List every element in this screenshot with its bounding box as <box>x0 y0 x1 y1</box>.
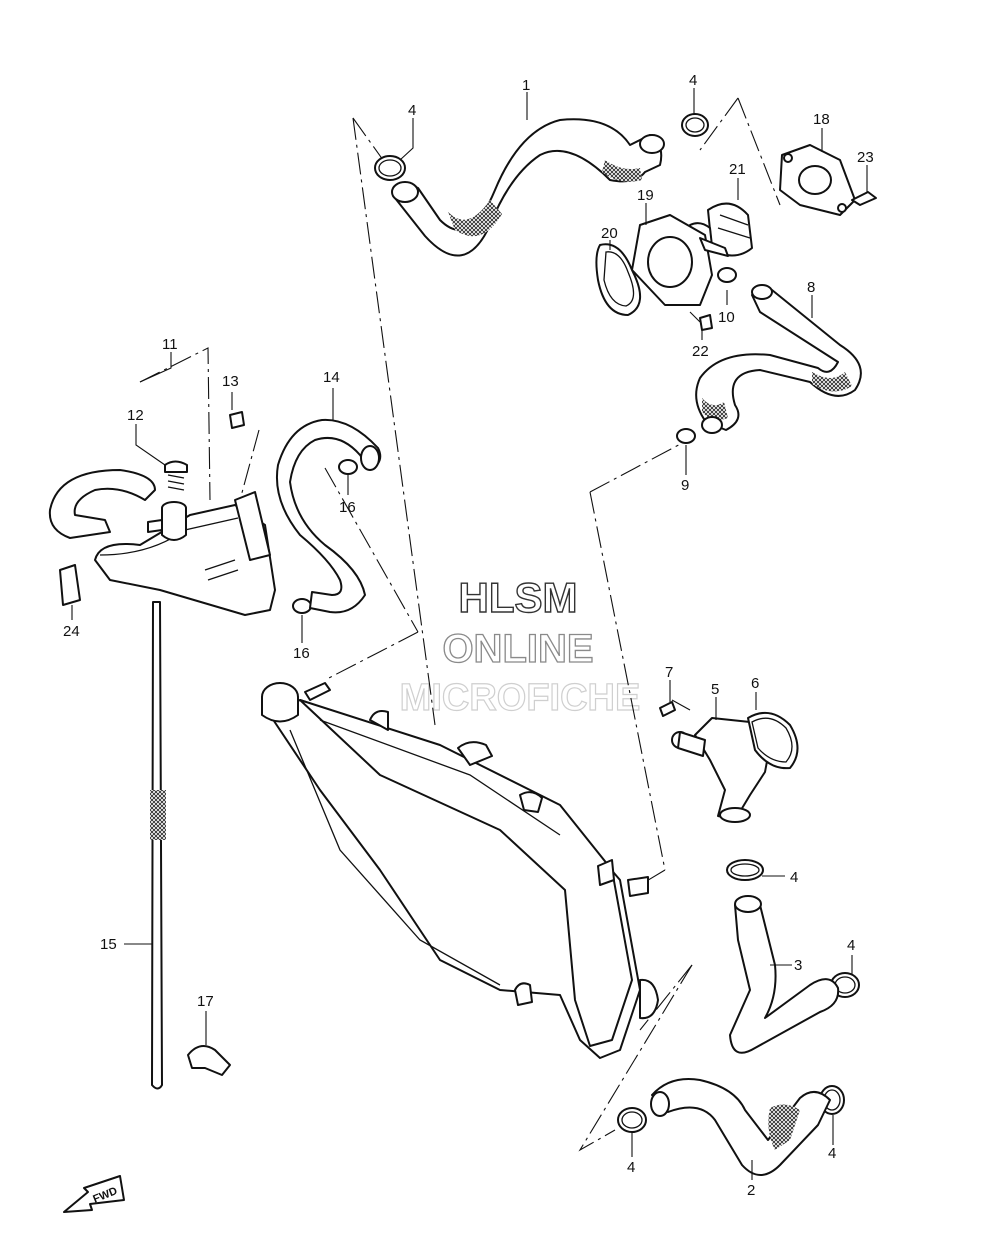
assembly-dash-lines <box>139 97 781 1152</box>
callout-8: 8 <box>807 279 815 296</box>
thermostat-bypass-hose <box>695 284 862 434</box>
callout-13: 13 <box>222 373 239 390</box>
callout-14: 14 <box>323 369 340 386</box>
lower-radiator-hose-a <box>729 895 840 1054</box>
upper-radiator-hose <box>391 118 665 257</box>
overflow-hose <box>150 601 166 1090</box>
callout-22: 22 <box>692 343 709 360</box>
callout-leader-lines <box>71 88 868 1180</box>
callout-6: 6 <box>751 675 759 692</box>
thermostat-assembly <box>595 144 877 331</box>
reservoir-tank-assembly <box>48 411 276 616</box>
water-outlet-fitting <box>659 701 799 823</box>
watermark-line-3: MICROFICHE <box>400 677 641 719</box>
callout-labels: 1 2 3 4 4 4 4 4 4 5 6 7 8 9 10 11 12 13 … <box>63 72 874 1199</box>
callout-21: 21 <box>729 161 746 178</box>
callout-1: 1 <box>522 77 530 94</box>
callout-10: 10 <box>718 309 735 326</box>
callout-9: 9 <box>681 477 689 494</box>
callout-15: 15 <box>100 936 117 953</box>
callout-17: 17 <box>197 993 214 1010</box>
lower-radiator-hose-b <box>650 1078 831 1176</box>
callout-4-outlet: 4 <box>790 869 798 886</box>
callout-16-lower: 16 <box>293 645 310 662</box>
callout-11: 11 <box>162 336 178 353</box>
callout-20: 20 <box>601 225 618 242</box>
forward-direction-marker: FWD <box>63 1175 125 1213</box>
callout-18: 18 <box>813 111 830 128</box>
callout-16-upper: 16 <box>339 499 356 516</box>
reservoir-inlet-hose <box>276 418 382 614</box>
hose-clamps <box>187 113 860 1133</box>
callout-4-upper-left: 4 <box>408 102 416 119</box>
callout-24: 24 <box>63 623 80 640</box>
callout-2: 2 <box>747 1182 755 1199</box>
watermark-line-2: ONLINE <box>442 627 593 671</box>
callout-3: 3 <box>794 957 802 974</box>
callout-4-hose2-left: 4 <box>627 1159 635 1176</box>
callout-4-upper-right: 4 <box>689 72 697 89</box>
forward-arrow-icon <box>63 1175 125 1213</box>
radiator <box>261 682 659 1059</box>
callout-23: 23 <box>857 149 874 166</box>
callout-7: 7 <box>665 664 673 681</box>
watermark-line-1: HLSM <box>459 574 578 621</box>
callout-4-hose2-right: 4 <box>828 1145 836 1162</box>
callout-4-hose3: 4 <box>847 937 855 954</box>
watermark: HLSM ONLINE MICROFICHE <box>399 573 641 719</box>
callout-12: 12 <box>127 407 144 424</box>
callout-19: 19 <box>637 187 654 204</box>
callout-5: 5 <box>711 681 719 698</box>
